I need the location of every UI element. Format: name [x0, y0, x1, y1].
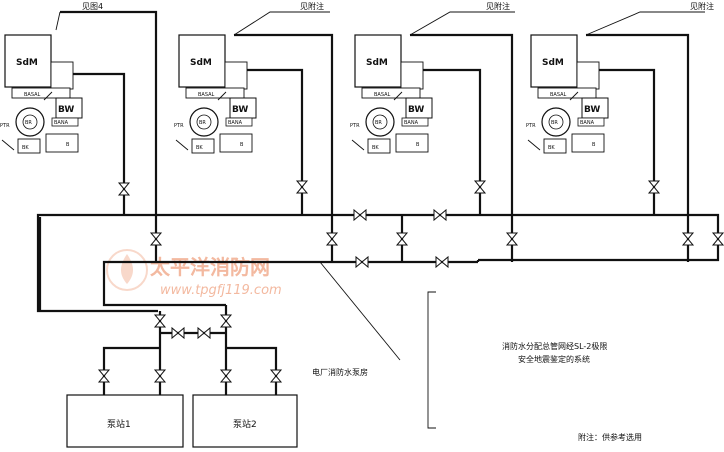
pump-station-1: 泵站1 [66, 394, 184, 448]
valve-icon [325, 232, 339, 246]
unit-4: SdM BASAL BW BR PTR BANA BK B [526, 34, 609, 154]
valve-icon [711, 232, 724, 246]
valve-icon [149, 232, 163, 246]
turbine-icon [15, 107, 45, 137]
br-label: BR [25, 120, 32, 126]
valve-icon [505, 232, 519, 246]
bk-label: BK [372, 145, 379, 151]
sdm-block [178, 34, 226, 88]
pump-station-2-label: 泵站2 [233, 418, 257, 430]
watermark-url-text: www.tpgfj119.com [160, 283, 282, 298]
valve-icon [355, 255, 369, 269]
callout-see-note-2: 见附注 [300, 1, 324, 11]
sdm-label: SdM [542, 58, 564, 68]
valve-icon [295, 180, 309, 194]
system-note-line2: 安全地震鉴定的系统 [518, 354, 590, 364]
callout-see-note-3: 见附注 [486, 1, 510, 11]
watermark: 太平洋消防网 www.tpgfj119.com [106, 249, 282, 298]
b-label: B [592, 142, 596, 148]
turbine-icon [365, 107, 395, 137]
unit-1: SdM BASAL BW BR PTR BANA BK B [0, 34, 83, 154]
b-label: B [66, 142, 70, 148]
sdm-label: SdM [366, 58, 388, 68]
valve-icon [117, 182, 131, 196]
pump-house-label: 电厂消防水泵房 [312, 367, 368, 377]
ptr-label: PTR [526, 123, 536, 129]
valve-icon [269, 369, 283, 383]
valve-icon [433, 208, 447, 222]
br-label: BR [551, 120, 558, 126]
valve-icon [681, 232, 695, 246]
valve-icon [219, 314, 233, 328]
callout-see-note-4: 见附注 [690, 1, 714, 11]
valve-icon [97, 369, 111, 383]
pump-station-2: 泵站2 [192, 394, 298, 448]
b-label: B [416, 142, 420, 148]
bw-label: BW [58, 105, 74, 115]
basal-label: BASAL [374, 92, 391, 98]
bk-label: BK [196, 145, 203, 151]
bana-label: BANA [580, 120, 595, 126]
b-label: B [240, 142, 244, 148]
basal-label: BASAL [24, 92, 41, 98]
valve-icon [197, 326, 211, 340]
unit-2: SdM BASAL BW BR PTR BANA BK B [174, 34, 257, 154]
bw-label: BW [232, 105, 248, 115]
ptr-label: PTR [0, 123, 10, 129]
bw-label: BW [408, 105, 424, 115]
bk-label: BK [548, 145, 555, 151]
bw-label: BW [584, 105, 600, 115]
valve-icon [153, 314, 167, 328]
bana-label: BANA [54, 120, 69, 126]
bana-label: BANA [404, 120, 419, 126]
sdm-label: SdM [190, 58, 212, 68]
basal-label: BASAL [198, 92, 215, 98]
valve-icon [647, 180, 661, 194]
sdm-label: SdM [16, 58, 38, 68]
unit-3: SdM BASAL BW BR PTR BANA BK B [350, 34, 433, 154]
callout-see-fig4: 见图4 [82, 2, 103, 11]
sdm-block [530, 34, 578, 88]
sdm-block [4, 34, 52, 88]
bana-label: BANA [228, 120, 243, 126]
valve-icon [153, 369, 167, 383]
pump-station-1-label: 泵站1 [107, 418, 131, 430]
valve-icon [473, 180, 487, 194]
ptr-label: PTR [350, 123, 360, 129]
br-label: BR [199, 120, 206, 126]
valve-icon [353, 208, 367, 222]
valve-icon [171, 326, 185, 340]
sdm-block [354, 34, 402, 88]
callout-leaders [55, 11, 705, 429]
main-loop-piping [36, 213, 720, 313]
br-label: BR [375, 120, 382, 126]
watermark-logo-text: 太平洋消防网 [150, 255, 270, 279]
ptr-label: PTR [174, 123, 184, 129]
bk-label: BK [22, 145, 29, 151]
valve-icon [435, 255, 449, 269]
pump-station-piping [102, 303, 278, 395]
valve-icon [219, 369, 233, 383]
turbine-icon [541, 107, 571, 137]
valves [97, 180, 724, 383]
basal-label: BASAL [550, 92, 567, 98]
footnote: 附注：供参考选用 [578, 432, 642, 442]
turbine-icon [189, 107, 219, 137]
system-note-line1: 消防水分配总管网经SL-2极限 [502, 341, 607, 351]
flame-logo-icon [106, 249, 148, 291]
valve-icon [395, 232, 409, 246]
